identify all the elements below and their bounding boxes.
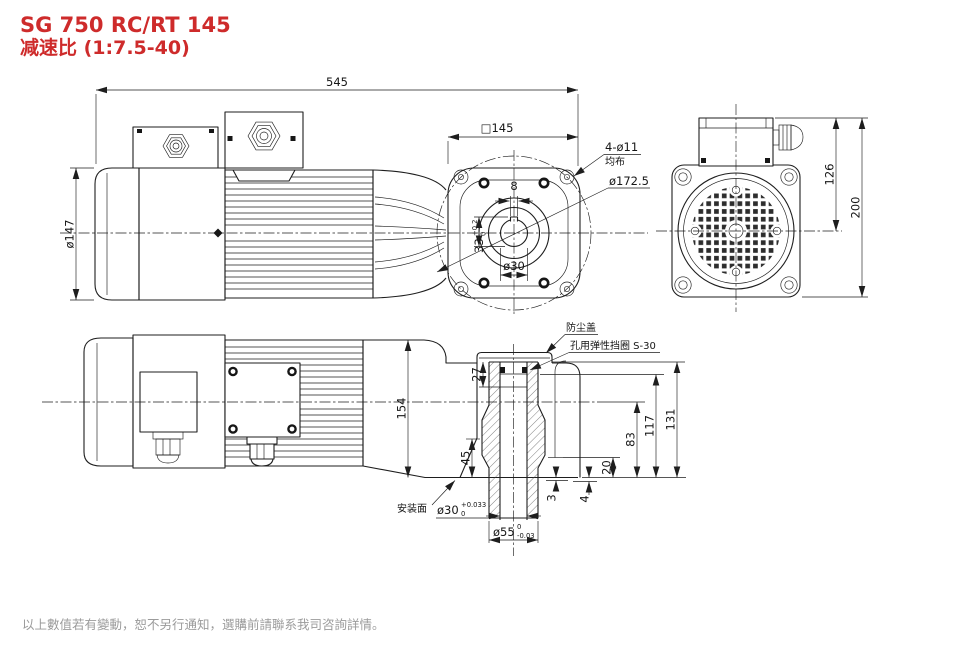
footer-note: 以上數值若有變動，恕不另行通知，選購前請聯系我司咨詢詳情。 [22, 617, 385, 632]
gland-hex-icon [162, 134, 190, 158]
label-holes: 4-ø11 [605, 140, 638, 154]
top-side-view [94, 111, 447, 301]
dim-bore-tol-dn: 0 [461, 510, 465, 518]
dim-bore-label: ø30 [437, 503, 459, 517]
centerlines [42, 228, 648, 556]
page-title: SG 750 RC/RT 145 减速比 (1:7.5-40) [20, 13, 231, 59]
dim-center-height: 126 [823, 164, 837, 186]
label-dust-cover: 防尘盖 [566, 321, 596, 334]
dim-total-height: 200 [849, 197, 863, 219]
dust-cover [476, 351, 553, 363]
ratio-subtitle: 减速比 (1:7.5-40) [20, 36, 190, 59]
dim-shaft-step: 45 [459, 451, 473, 466]
dim-bore-tol-up: +0.033 [461, 501, 486, 509]
dimensions-bottom-view: 154 27 45 20 83 117 131 3 [395, 321, 686, 544]
label-mounting-face: 安装面 [397, 502, 427, 515]
dim-housing-height: 154 [395, 398, 409, 420]
dim-keyway-height: 33 +0.2 0 [471, 219, 488, 253]
fan-cover [94, 167, 140, 301]
dim-flange-square: □145 [481, 121, 514, 135]
centerline-marker [213, 228, 223, 238]
dim-keyway-width: 8 [510, 179, 517, 193]
junction-box [224, 362, 301, 438]
terminal-box-side [132, 334, 226, 469]
flange-holes [453, 169, 575, 297]
dimensions-top-view: 545 □145 ø147 8 33 +0.2 0 ø30 4-ø11 [63, 75, 650, 301]
dim-131: 131 [664, 409, 678, 431]
terminal-box-small [132, 126, 219, 169]
label-bolt-circle: ø172.5 [609, 174, 649, 188]
end-view [656, 104, 842, 312]
end-flange-holes [674, 168, 798, 294]
cover-screws [478, 177, 550, 289]
dim-recess: 27 [470, 367, 484, 382]
dim-gap3: 3 [545, 494, 559, 501]
svg-text:33: 33 [472, 238, 486, 253]
dim-bore: ø30 [503, 259, 525, 273]
dimensions-end-view: 126 200 [775, 117, 868, 298]
bottom-side-view [83, 334, 581, 479]
bell-housing [372, 169, 447, 191]
svg-text:0: 0 [480, 232, 488, 236]
model-number: SG 750 RC/RT 145 [20, 13, 231, 37]
box-saddle [232, 169, 296, 182]
dim-overall-length: 545 [326, 75, 348, 89]
output-shaft-section [481, 361, 546, 520]
cable-gland [152, 431, 184, 464]
dim-od-tol-dn: -0.03 [517, 532, 535, 540]
circlip [500, 367, 505, 373]
motor-rear-housing [138, 167, 226, 301]
dim-gap4: 4 [578, 495, 592, 502]
dim-117: 117 [643, 415, 657, 437]
bolt-circle-leader [436, 187, 609, 273]
cable-gland [246, 436, 278, 467]
dim-motor-diameter: ø147 [63, 220, 77, 249]
svg-text:+0.2: +0.2 [471, 219, 479, 236]
fan-cover [83, 337, 134, 467]
gland-hex-icon [247, 121, 281, 151]
cable-gland [772, 124, 804, 151]
dim-od-tol-up: 0 [517, 523, 521, 531]
label-circlip: 孔用弹性挡圈 S-30 [570, 339, 656, 352]
dim-boss-step: 20 [600, 460, 614, 475]
dim-shaft-od: ø55 [493, 525, 515, 539]
label-holes-note: 均布 [605, 156, 625, 168]
dim-center-to-face: 83 [624, 432, 638, 447]
cooling-fins [225, 176, 373, 290]
keyway [509, 216, 519, 222]
